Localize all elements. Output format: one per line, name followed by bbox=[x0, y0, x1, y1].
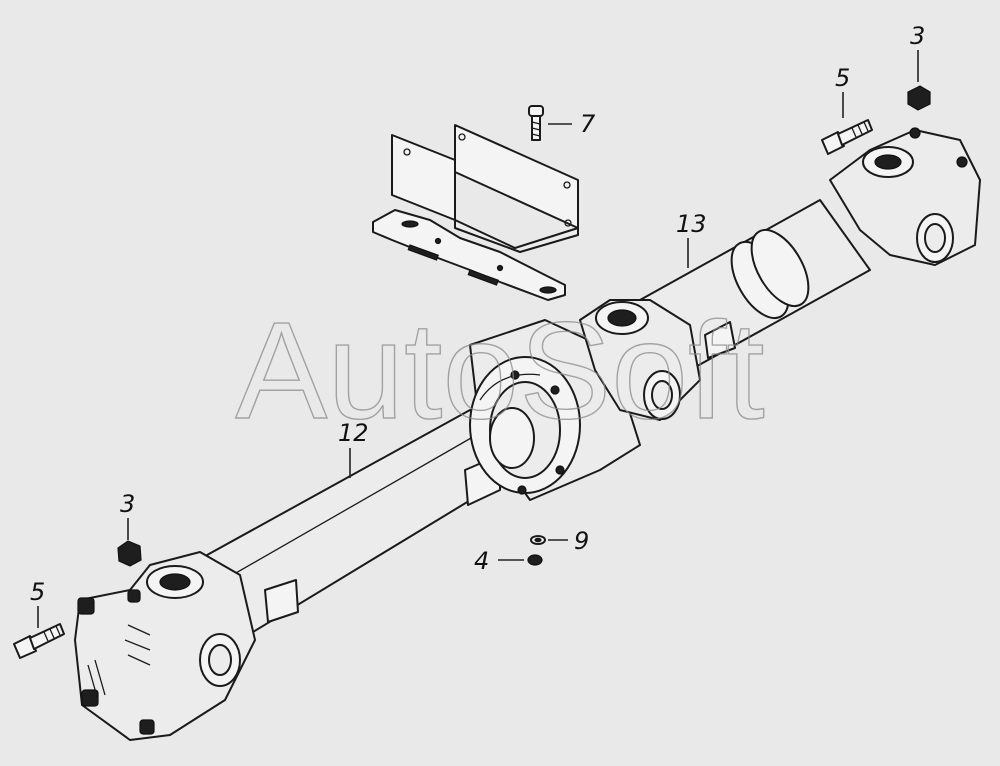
callout-labels: 12 13 7 5 3 3 5 9 4 bbox=[30, 22, 925, 606]
shaft-tube-12 bbox=[197, 409, 521, 636]
leader-lines bbox=[37, 50, 919, 628]
callout-nut-3-top: 3 bbox=[910, 22, 925, 50]
nut-4 bbox=[527, 554, 543, 566]
middle-universal-joint bbox=[579, 299, 701, 421]
bolt-5-top bbox=[821, 119, 873, 155]
callout-bolt-5-top: 5 bbox=[835, 64, 850, 92]
nut-3-top bbox=[907, 85, 931, 111]
washer-9 bbox=[530, 535, 546, 545]
callout-nut-4: 4 bbox=[474, 547, 489, 575]
upper-flange-yoke bbox=[829, 127, 981, 266]
callout-shaft-12: 12 bbox=[338, 419, 369, 447]
support-bracket bbox=[372, 124, 579, 301]
bolt-7 bbox=[528, 105, 544, 141]
bolt-5-bottom bbox=[13, 623, 65, 659]
nut-3-bottom bbox=[117, 540, 142, 567]
watermark-text: AutoSoft bbox=[235, 294, 764, 448]
shaft-tube-13 bbox=[639, 199, 871, 371]
lower-flange-yoke bbox=[74, 551, 256, 741]
callout-washer-9: 9 bbox=[574, 527, 589, 555]
callout-bolt-7: 7 bbox=[580, 110, 596, 138]
callout-bolt-5-bottom: 5 bbox=[30, 578, 45, 606]
callout-nut-3-bottom: 3 bbox=[120, 490, 135, 518]
callout-shaft-13: 13 bbox=[676, 210, 707, 238]
